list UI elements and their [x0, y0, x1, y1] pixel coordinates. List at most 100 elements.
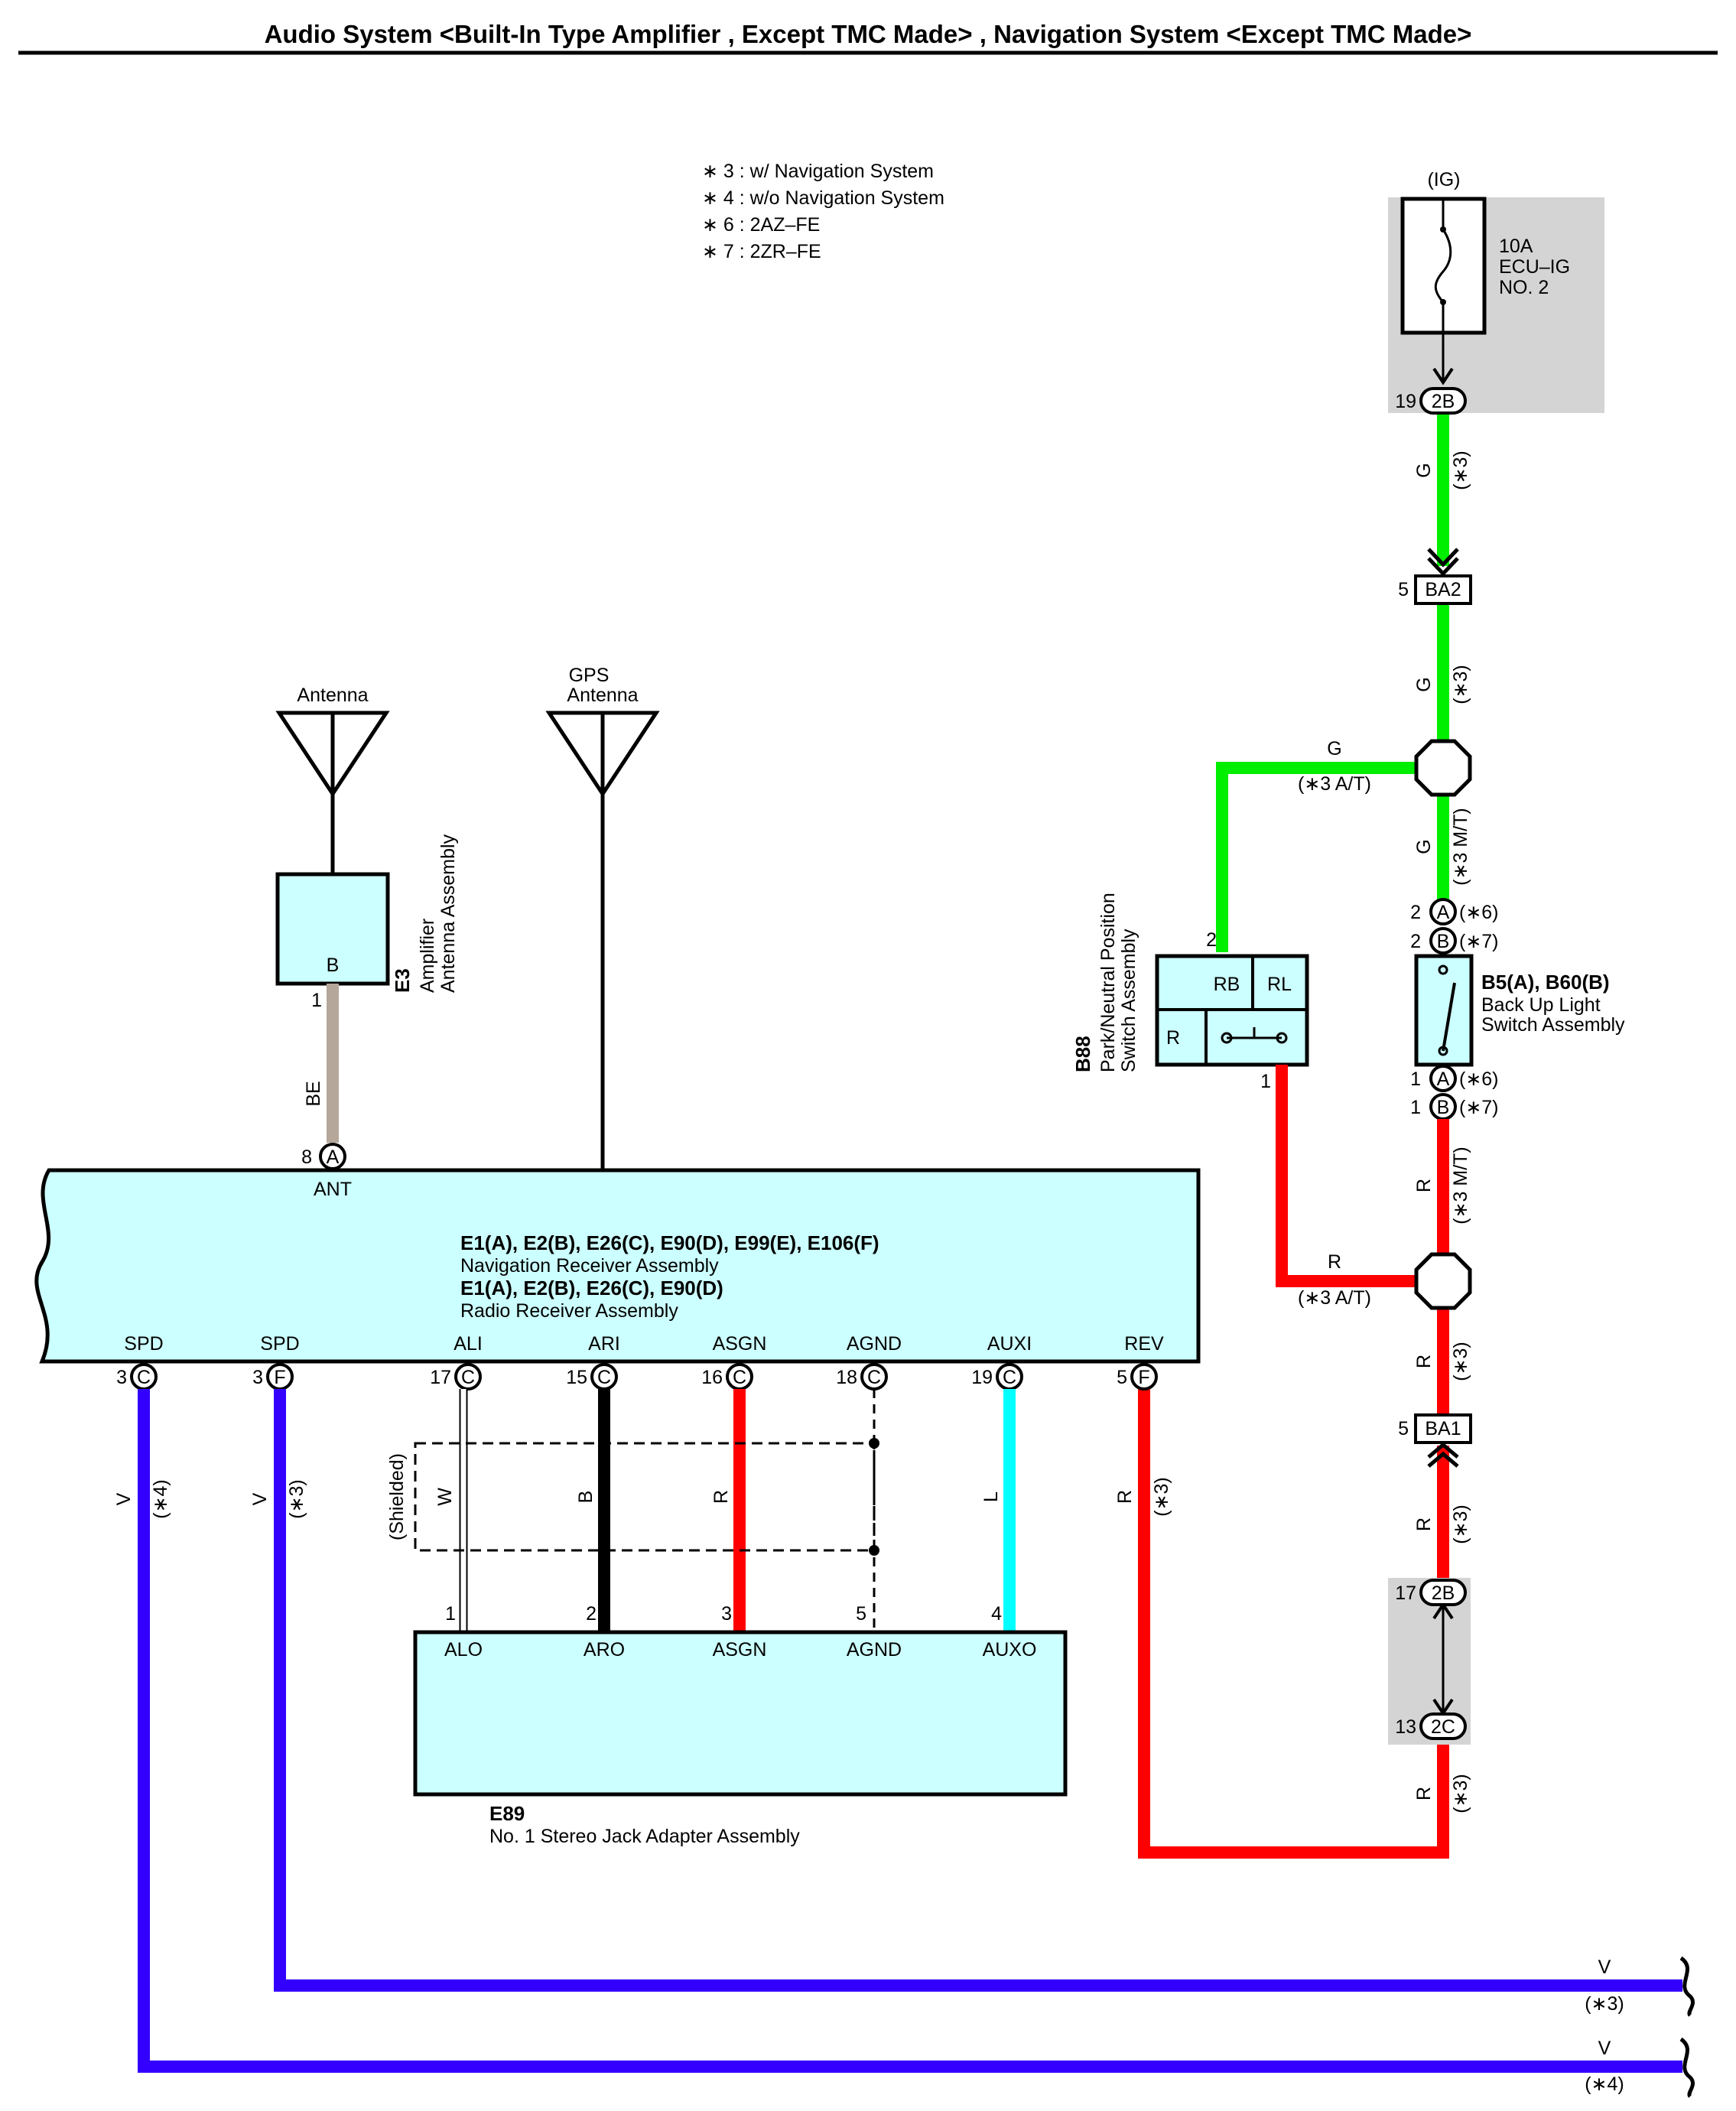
shielded-label: (Shielded): [386, 1453, 408, 1540]
jack-terminal-label: AGND: [847, 1639, 902, 1661]
svg-text:A: A: [1437, 902, 1450, 923]
svg-text:(∗6): (∗6): [1459, 902, 1499, 923]
wire-label-r1: R: [1413, 1355, 1435, 1368]
wire-note-g-mt: (∗3 M/T): [1450, 808, 1471, 886]
fuse-rating: 10A: [1499, 236, 1533, 257]
wire-note-r3: (∗3): [1450, 1774, 1471, 1813]
note-4: ∗ 4 : w/o Navigation System: [702, 187, 944, 209]
nav-terminal-label: AUXI: [987, 1333, 1032, 1355]
ba1-chevron-icon: [1427, 1442, 1459, 1468]
amplifier-pin-label: B: [327, 955, 340, 976]
svg-text:8: 8: [301, 1147, 312, 1168]
jack-terminal-pin: 1: [445, 1603, 456, 1625]
note-6: ∗ 6 : 2AZ–FE: [702, 214, 820, 236]
antenna-icon: [275, 711, 390, 876]
antenna-label: Antenna: [297, 685, 368, 706]
nav-terminal-pin: 17: [430, 1367, 451, 1388]
jack-terminal-pin: 4: [991, 1603, 1002, 1625]
splice-junction-green: [1414, 739, 1472, 797]
red-wires-right: [1138, 1065, 1449, 1859]
connector-2c: 2C 13: [1395, 1713, 1467, 1740]
note-7: ∗ 7 : 2ZR–FE: [702, 241, 821, 262]
nav-terminal-label: AGND: [847, 1333, 902, 1355]
nav-terminal-connector: C: [137, 1367, 151, 1388]
svg-text:BA2: BA2: [1425, 579, 1461, 600]
park-switch-r: R: [1166, 1027, 1180, 1049]
jack-terminal-label: ARO: [584, 1639, 625, 1661]
wire-note-g-at: (∗3 A/T): [1298, 773, 1371, 795]
nav-ant-label: ANT: [314, 1179, 352, 1200]
wire-label-r-mt: R: [1413, 1179, 1435, 1192]
nav-terminal-connector: C: [1003, 1367, 1016, 1388]
nav-terminal-pin-circle: [454, 1363, 482, 1391]
nav-name-2: Radio Receiver Assembly: [460, 1300, 678, 1322]
nav-ant-pin: A 8: [301, 1143, 346, 1170]
svg-text:2B: 2B: [1432, 391, 1455, 412]
nav-terminal-label: SPD: [260, 1333, 299, 1355]
nav-terminal-connector: C: [867, 1367, 881, 1388]
wire-label-g1: G: [1413, 463, 1435, 477]
connector-ba2: BA2 5: [1398, 574, 1472, 605]
nav-terminal-label: ARI: [588, 1333, 620, 1355]
nav-terminal-connector: C: [461, 1367, 475, 1388]
wire-label-spd-c: V: [113, 1492, 135, 1505]
wire-label-g-mt: G: [1413, 839, 1435, 854]
nav-terminal-pin: 16: [701, 1367, 723, 1388]
wire-note-spd-f: (∗3): [286, 1479, 307, 1519]
connector-ba1: BA1 5: [1398, 1413, 1472, 1444]
backup-switch-pin-bot-a: A 1 (∗6): [1410, 1065, 1499, 1092]
ba2-chevron-icon: [1427, 548, 1459, 577]
jack-name: No. 1 Stereo Jack Adapter Assembly: [489, 1826, 800, 1847]
svg-text:A: A: [327, 1147, 340, 1168]
jack-terminal-label: ASGN: [713, 1639, 767, 1661]
backup-switch-name-1: Back Up Light: [1481, 994, 1601, 1016]
park-switch-pin-bot: 1: [1260, 1071, 1271, 1092]
fuse-name: ECU–IG: [1499, 256, 1570, 278]
svg-text:(∗6): (∗6): [1459, 1069, 1499, 1090]
nav-terminal-pin: 15: [566, 1367, 587, 1388]
wire-label-g2: G: [1413, 677, 1435, 691]
wire-note-end-4: (∗4): [1585, 2074, 1624, 2095]
nav-codes-1: E1(A), E2(B), E26(C), E90(D), E99(E), E1…: [460, 1231, 879, 1254]
green-wires: [1216, 413, 1449, 952]
amplifier-pin: 1: [311, 990, 322, 1011]
connector-2b-top: 2B 19: [1395, 387, 1467, 415]
svg-text:13: 13: [1395, 1716, 1416, 1738]
nav-terminal-label: SPD: [124, 1333, 163, 1355]
svg-text:2C: 2C: [1431, 1716, 1455, 1738]
svg-text:A: A: [1437, 1069, 1450, 1090]
jack-terminal-label: ALO: [444, 1639, 483, 1661]
jack-terminal-pin: 3: [721, 1603, 732, 1625]
fuse-icon: [1434, 229, 1452, 303]
nav-terminal-connector: F: [1138, 1367, 1149, 1388]
wire-label-end-4: V: [1598, 2038, 1611, 2059]
svg-text:2: 2: [1410, 931, 1421, 952]
wire-label-be: BE: [303, 1081, 324, 1106]
svg-text:B: B: [1437, 931, 1450, 952]
nav-terminals: SPDC3SPDF3ALIC17ARIC15ASGNC16AGNDC18AUXI…: [116, 1333, 1164, 1391]
purple-wires: [138, 1389, 1682, 2073]
wire-label-rev: R: [1114, 1490, 1136, 1504]
wire-note-g2: (∗3): [1450, 665, 1471, 704]
note-3: ∗ 3 : w/ Navigation System: [702, 161, 934, 182]
notes: ∗ 3 : w/ Navigation System ∗ 4 : w/o Nav…: [702, 161, 944, 262]
nav-terminal-label: REV: [1124, 1333, 1164, 1355]
svg-text:2: 2: [1410, 902, 1421, 923]
shield-enclosure: [414, 1442, 876, 1552]
wire-label-auxi: L: [980, 1491, 1002, 1502]
svg-text:5: 5: [1398, 579, 1409, 600]
wire-note-g1: (∗3): [1450, 450, 1471, 490]
svg-text:2B: 2B: [1432, 1582, 1455, 1604]
backup-switch-pin-bot-b: B 1 (∗7): [1410, 1093, 1499, 1121]
wire-label-asgn: R: [710, 1490, 732, 1504]
gps-antenna-icon: [545, 711, 660, 1170]
nav-terminal-connector: F: [274, 1367, 285, 1388]
wire-label-r2: R: [1413, 1517, 1435, 1531]
